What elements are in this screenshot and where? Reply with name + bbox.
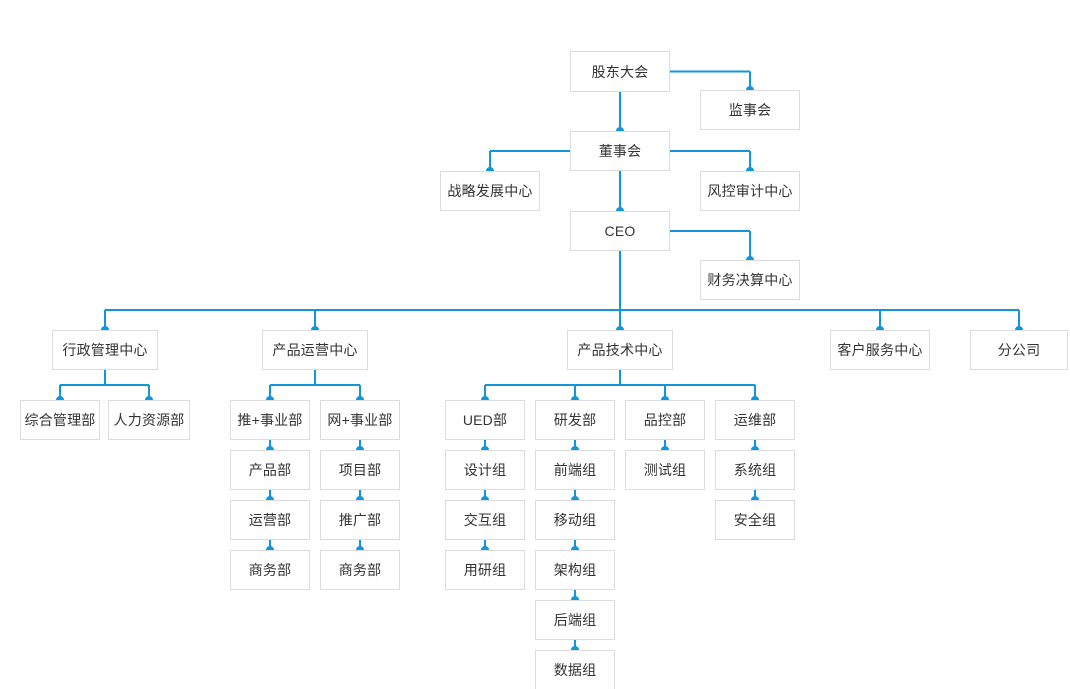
org-node-label: 系统组 xyxy=(733,462,777,478)
org-node-test_group[interactable]: 测试组 xyxy=(625,450,705,490)
org-node-label: 股东大会 xyxy=(591,63,649,80)
org-node-label: 战略发展中心 xyxy=(447,183,533,199)
org-node-label: 产品技术中心 xyxy=(577,342,663,358)
org-node-board[interactable]: 董事会 xyxy=(570,131,670,171)
org-node-branch[interactable]: 分公司 xyxy=(970,330,1068,370)
org-node-mobile_group[interactable]: 移动组 xyxy=(535,500,615,540)
org-node-riskaudit[interactable]: 风控审计中心 xyxy=(700,171,800,211)
org-node-label: 安全组 xyxy=(733,512,777,528)
org-node-label: 用研组 xyxy=(463,562,507,578)
org-node-admin[interactable]: 行政管理中心 xyxy=(52,330,158,370)
org-node-label: 交互组 xyxy=(463,512,507,528)
org-node-label: 董事会 xyxy=(598,143,642,159)
org-node-ceo[interactable]: CEO xyxy=(570,211,670,251)
org-node-label: UED部 xyxy=(462,412,508,428)
org-node-design_group[interactable]: 设计组 xyxy=(445,450,525,490)
org-node-label: 分公司 xyxy=(997,342,1041,358)
org-node-tui_bu[interactable]: 推+事业部 xyxy=(230,400,310,440)
org-node-label: 运营部 xyxy=(248,512,292,528)
org-node-biz_dept_1[interactable]: 商务部 xyxy=(230,550,310,590)
org-node-label: 研发部 xyxy=(553,412,597,428)
org-node-shareholders[interactable]: 股东大会 xyxy=(570,51,670,92)
org-node-general_mgmt[interactable]: 综合管理部 xyxy=(20,400,100,440)
org-node-security_group[interactable]: 安全组 xyxy=(715,500,795,540)
org-node-label: 架构组 xyxy=(553,562,597,578)
org-node-frontend_group[interactable]: 前端组 xyxy=(535,450,615,490)
org-node-supervisors[interactable]: 监事会 xyxy=(700,90,800,130)
org-node-backend_group[interactable]: 后端组 xyxy=(535,600,615,640)
org-node-project_dept[interactable]: 项目部 xyxy=(320,450,400,490)
org-node-ops[interactable]: 运维部 xyxy=(715,400,795,440)
org-node-system_group[interactable]: 系统组 xyxy=(715,450,795,490)
org-node-label: 风控审计中心 xyxy=(707,183,793,199)
org-node-label: 网+事业部 xyxy=(327,412,393,428)
org-node-rnd[interactable]: 研发部 xyxy=(535,400,615,440)
org-node-research_group[interactable]: 用研组 xyxy=(445,550,525,590)
org-node-prodtech[interactable]: 产品技术中心 xyxy=(567,330,673,370)
org-node-label: CEO xyxy=(604,223,636,239)
org-node-customer[interactable]: 客户服务中心 xyxy=(830,330,930,370)
org-node-product_dept[interactable]: 产品部 xyxy=(230,450,310,490)
org-node-label: 综合管理部 xyxy=(24,412,96,428)
org-node-hr[interactable]: 人力资源部 xyxy=(108,400,190,440)
org-node-label: 项目部 xyxy=(338,462,382,478)
org-node-interaction_group[interactable]: 交互组 xyxy=(445,500,525,540)
org-node-finance[interactable]: 财务决算中心 xyxy=(700,260,800,300)
org-node-label: 品控部 xyxy=(643,412,687,428)
org-node-label: 后端组 xyxy=(553,612,597,628)
org-node-label: 前端组 xyxy=(553,462,597,478)
org-node-label: 行政管理中心 xyxy=(62,342,148,358)
org-node-wang_bu[interactable]: 网+事业部 xyxy=(320,400,400,440)
org-node-strategy[interactable]: 战略发展中心 xyxy=(440,171,540,211)
org-node-label: 移动组 xyxy=(553,512,597,528)
org-node-biz_dept_2[interactable]: 商务部 xyxy=(320,550,400,590)
org-node-label: 产品部 xyxy=(248,462,292,478)
org-node-label: 监事会 xyxy=(728,102,772,118)
org-node-data_group[interactable]: 数据组 xyxy=(535,650,615,689)
org-node-label: 设计组 xyxy=(463,462,507,478)
org-node-label: 人力资源部 xyxy=(113,412,185,428)
org-node-label: 推+事业部 xyxy=(237,412,303,428)
org-node-label: 数据组 xyxy=(553,662,597,678)
org-node-label: 产品运营中心 xyxy=(272,342,358,358)
org-node-label: 运维部 xyxy=(733,412,777,428)
org-node-label: 测试组 xyxy=(643,462,687,478)
org-node-ued[interactable]: UED部 xyxy=(445,400,525,440)
org-node-ops_dept[interactable]: 运营部 xyxy=(230,500,310,540)
org-node-qa[interactable]: 品控部 xyxy=(625,400,705,440)
org-node-label: 商务部 xyxy=(248,562,292,578)
org-node-promo_dept[interactable]: 推广部 xyxy=(320,500,400,540)
org-node-label: 财务决算中心 xyxy=(707,272,793,288)
org-node-label: 商务部 xyxy=(338,562,382,578)
org-node-label: 推广部 xyxy=(338,512,382,528)
org-node-label: 客户服务中心 xyxy=(837,342,923,358)
org-node-arch_group[interactable]: 架构组 xyxy=(535,550,615,590)
org-node-prodops[interactable]: 产品运营中心 xyxy=(262,330,368,370)
